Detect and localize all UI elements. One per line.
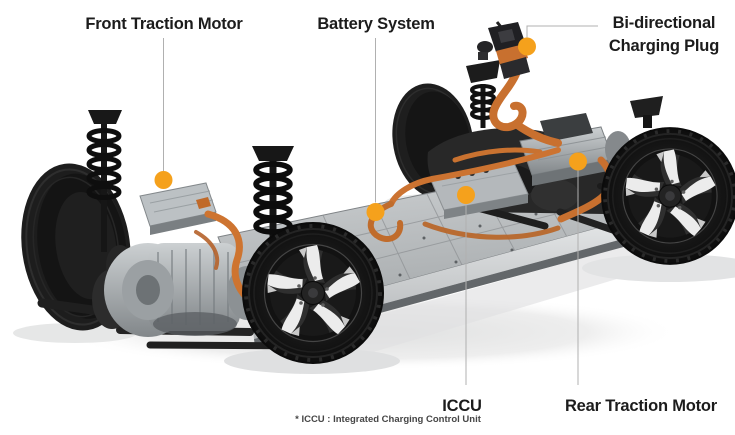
front-left-strut (86, 110, 122, 252)
label-bi-directional-charging-plug: Bi-directional Charging Plug (609, 12, 719, 58)
label-front-traction-motor: Front Traction Motor (85, 15, 243, 33)
iccu-footnote: * ICCU : Integrated Charging Control Uni… (295, 414, 481, 425)
label-line-1: Bi-directional (612, 14, 716, 32)
rear-right-strut-mount (630, 96, 663, 128)
front-right-wheel (243, 223, 383, 363)
label-line-2: Charging Plug (608, 37, 720, 55)
label-rear-traction-motor: Rear Traction Motor (564, 397, 718, 415)
label-battery-system: Battery System (317, 15, 435, 33)
label-iccu: ICCU (442, 397, 482, 415)
rear-right-wheel (602, 128, 735, 264)
